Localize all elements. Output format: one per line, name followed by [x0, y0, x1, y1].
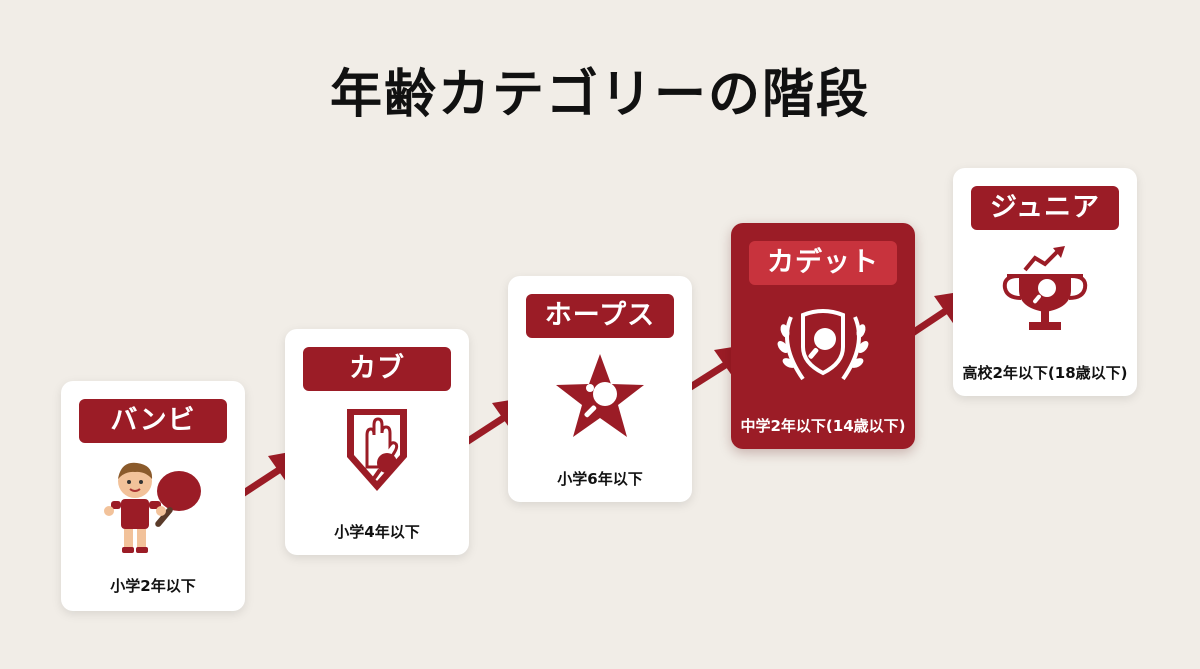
step-card-cadet: カデット 中学2年以下(14歳以下) — [731, 223, 915, 449]
step-name-badge: カデット — [749, 241, 897, 285]
step-name-badge: ホープス — [526, 294, 674, 338]
hand-shield-paddle-icon — [347, 409, 407, 491]
step-card-junior: ジュニア 高校2年以下(18歳以下) — [953, 168, 1137, 396]
step-age-limit: 小学4年以下 — [334, 523, 420, 541]
step-name-badge: ジュニア — [971, 186, 1119, 230]
step-age-limit: 中学2年以下(14歳以下) — [740, 417, 906, 435]
step-card-hopes: ホープス 小学6年以下 — [508, 276, 692, 502]
step-name-badge: バンビ — [79, 399, 227, 443]
star-paddle-icon — [556, 354, 644, 437]
step-age-limit: 小学2年以下 — [110, 577, 196, 595]
page-title: 年齢カテゴリーの階段 — [329, 65, 870, 125]
laurel-shield-paddle-icon — [777, 309, 869, 381]
step-age-limit: 高校2年以下(18歳以下) — [962, 364, 1128, 382]
step-age-limit: 小学6年以下 — [557, 470, 643, 488]
step-card-cub: カブ 小学4年以下 — [285, 329, 469, 555]
trophy-rising-arrow-icon — [1002, 246, 1088, 330]
step-name-badge: カブ — [303, 347, 451, 391]
child-with-paddle-icon — [104, 462, 201, 553]
step-card-bambi: バンビ 小学2年以下 — [61, 381, 245, 611]
